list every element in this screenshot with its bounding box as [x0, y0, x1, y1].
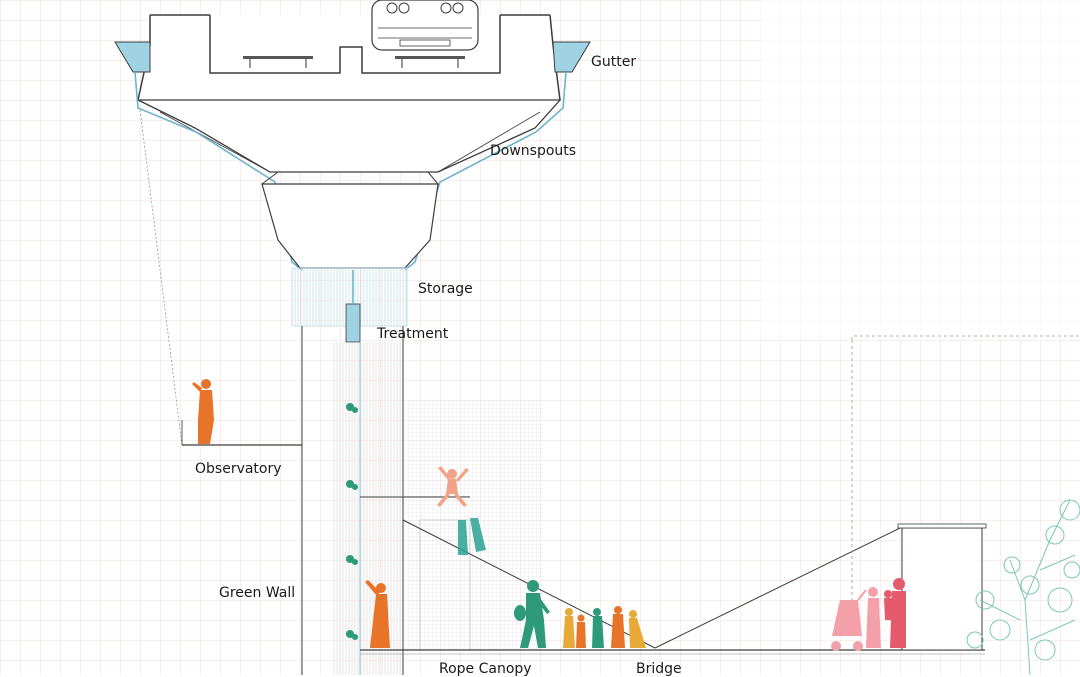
label-bridge: Bridge [636, 661, 682, 677]
bridge [360, 519, 985, 655]
observatory-platform [139, 109, 302, 446]
label-storage: Storage [418, 281, 473, 297]
label-rope-canopy: Rope Canopy [439, 661, 532, 677]
tree [966, 499, 1080, 675]
gutter-right [552, 41, 591, 73]
label-treatment: Treatment [377, 326, 449, 342]
treatment-unit [345, 270, 361, 343]
label-observatory: Observatory [195, 461, 282, 477]
right-tower [851, 335, 1080, 651]
parent-with-child [884, 578, 906, 648]
green-wall-plants [346, 403, 358, 640]
person-walking [514, 580, 550, 648]
fade-region [760, 0, 1080, 340]
stroller [831, 589, 867, 651]
children-group [563, 606, 646, 648]
label-downspouts: Downspouts [490, 143, 577, 159]
person-observatory [192, 379, 214, 444]
label-green-wall: Green Wall [219, 585, 296, 601]
column [301, 326, 404, 675]
person-pushing-stroller [866, 587, 881, 648]
person-climbing [458, 518, 486, 555]
person-jumping [437, 466, 469, 507]
downspouts [134, 71, 567, 271]
label-gutter: Gutter [591, 54, 637, 70]
person-green-wall [365, 580, 390, 648]
train-front [371, 0, 479, 51]
gutter-left [114, 41, 151, 73]
